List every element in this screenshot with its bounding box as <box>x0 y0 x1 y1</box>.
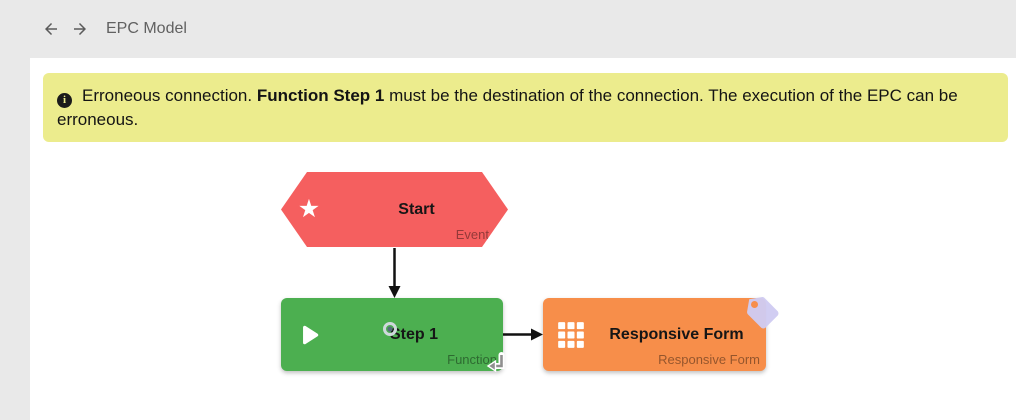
forward-arrow-icon[interactable] <box>71 20 89 38</box>
back-arrow-icon[interactable] <box>42 20 60 38</box>
node-step-1-function[interactable]: Step 1 Function <box>281 298 505 373</box>
warning-banner: i Erroneous connection. Function Step 1 m… <box>43 73 1008 142</box>
connection-step1-to-form[interactable] <box>503 328 543 341</box>
connection-anchor-icon[interactable] <box>382 321 398 337</box>
node-type-label: Function <box>447 352 497 367</box>
banner-text-prefix: Erroneous connection. <box>82 86 257 105</box>
node-type-label: Responsive Form <box>658 352 760 367</box>
tag-icon[interactable] <box>741 291 781 331</box>
info-icon: i <box>57 93 72 108</box>
content-panel: i Erroneous connection. Function Step 1 m… <box>30 58 1016 420</box>
grid-icon <box>543 321 599 349</box>
node-label: Responsive Form <box>609 325 744 343</box>
node-start-event[interactable]: ★ Start Event <box>281 172 508 247</box>
connection-start-to-step1[interactable] <box>388 248 401 298</box>
node-label: Start <box>398 200 435 218</box>
node-type-label: Event <box>455 227 489 242</box>
node-responsive-form[interactable]: Responsive Form Responsive Form <box>543 297 779 371</box>
banner-text-bold: Function Step 1 <box>256 86 385 105</box>
banner-text-suffix: must be the destination of the connectio… <box>57 86 958 129</box>
header-bar: EPC Model <box>0 0 1016 58</box>
page-title: EPC Model <box>106 20 187 37</box>
star-icon: ★ <box>297 195 321 223</box>
play-icon <box>281 322 337 348</box>
node-label: Step 1 <box>389 325 438 343</box>
return-arrow-icon[interactable] <box>486 352 507 374</box>
